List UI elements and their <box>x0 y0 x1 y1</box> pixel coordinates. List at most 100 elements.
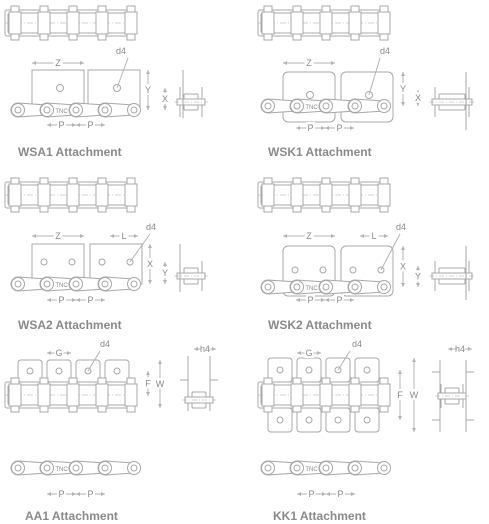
roller <box>124 383 138 407</box>
arrow-head <box>110 234 114 238</box>
roller <box>95 11 109 35</box>
label-bg <box>306 122 315 133</box>
wsk1-end-view <box>429 72 475 130</box>
pin-hole <box>43 280 51 288</box>
arrow-head <box>398 416 402 420</box>
arrow-head <box>398 370 402 374</box>
arrow-head <box>72 123 76 127</box>
pin-hole <box>264 464 272 472</box>
label-bg <box>304 230 314 241</box>
dim-d4: d4 <box>396 222 406 232</box>
dim-x: X <box>162 94 168 104</box>
roller <box>377 383 391 407</box>
label-bg <box>200 343 210 354</box>
label-bg <box>160 267 170 278</box>
dim-x: X <box>415 93 421 103</box>
label-bg <box>398 83 408 94</box>
arrow-head <box>47 351 51 355</box>
arrow-head <box>416 266 420 270</box>
roller <box>8 11 22 35</box>
dim-y: Y <box>162 268 168 278</box>
dim-z: Z <box>306 58 312 68</box>
arrow-head <box>163 262 167 266</box>
pin-hole <box>264 102 272 110</box>
arrow-head <box>360 234 364 238</box>
arrow-head <box>384 234 388 238</box>
pin-hole <box>264 283 272 291</box>
arrow-head <box>416 283 420 287</box>
arrow-head <box>76 123 80 127</box>
arrow-head <box>67 351 71 355</box>
arrow-head <box>146 392 150 396</box>
label-bg <box>160 93 170 104</box>
arrow-head <box>76 492 80 496</box>
arrow-head <box>158 404 162 408</box>
arrow-head <box>146 70 150 74</box>
caption-wsa2: WSA2 Attachment <box>18 318 122 332</box>
brand-mark: TNC <box>305 467 318 473</box>
roller <box>261 11 275 35</box>
dim-w: W <box>410 390 419 400</box>
caption-wsa1: WSA1 Attachment <box>18 145 122 159</box>
arrow-head <box>331 234 335 238</box>
caption-kk1: KK1 Attachment <box>273 509 366 523</box>
label-bg <box>369 230 379 241</box>
dim-d4: d4 <box>146 222 156 232</box>
hole <box>305 416 313 424</box>
hole <box>113 367 121 375</box>
label-bg <box>409 389 419 400</box>
roller <box>348 383 362 407</box>
label-bg <box>119 230 129 241</box>
label-bg <box>395 389 405 400</box>
brand-mark: TNC <box>55 283 68 289</box>
dim-l: L <box>121 231 126 241</box>
roller <box>290 383 304 407</box>
arrow-head <box>76 298 80 302</box>
dim-p1: P <box>58 295 64 305</box>
arrow-head <box>101 123 105 127</box>
label-bg <box>53 230 63 241</box>
dim-d4: d4 <box>116 46 126 56</box>
arrow-head <box>401 246 405 250</box>
pin-hole <box>130 106 138 114</box>
label-bg <box>86 488 95 499</box>
arrow-head <box>325 126 329 130</box>
dim-g: G <box>305 348 312 358</box>
dim-g: G <box>55 348 62 358</box>
dim-h4: h4 <box>455 344 465 354</box>
hole <box>334 416 342 424</box>
label-bg <box>304 57 314 68</box>
pin-hole <box>101 106 109 114</box>
pin-hole <box>72 106 80 114</box>
arrow-head <box>72 298 76 302</box>
arrow-head <box>468 347 472 351</box>
dim-p2: P <box>87 120 93 130</box>
hole <box>306 91 314 99</box>
arrow-head <box>80 234 84 238</box>
label-bg <box>145 258 155 269</box>
arrow-head <box>163 106 167 110</box>
dim-p1: P <box>58 489 64 499</box>
roller <box>348 183 362 207</box>
roller <box>348 11 362 35</box>
arrow-head <box>326 492 330 496</box>
arrow-head <box>321 298 325 302</box>
arrow-head <box>412 428 416 432</box>
label-bg <box>336 488 345 499</box>
label-bg <box>455 343 465 354</box>
dim-p1: P <box>58 120 64 130</box>
label-bg <box>413 270 423 282</box>
hole <box>276 366 284 374</box>
wsa2-end-view <box>174 244 208 292</box>
arrow-head <box>194 347 198 351</box>
label-bg <box>54 347 64 358</box>
arrow-head <box>72 492 76 496</box>
dim-f: F <box>397 390 403 400</box>
dim-y: Y <box>400 84 406 94</box>
label-bg <box>307 488 316 499</box>
hole <box>319 266 327 274</box>
arrow-head <box>32 61 36 65</box>
